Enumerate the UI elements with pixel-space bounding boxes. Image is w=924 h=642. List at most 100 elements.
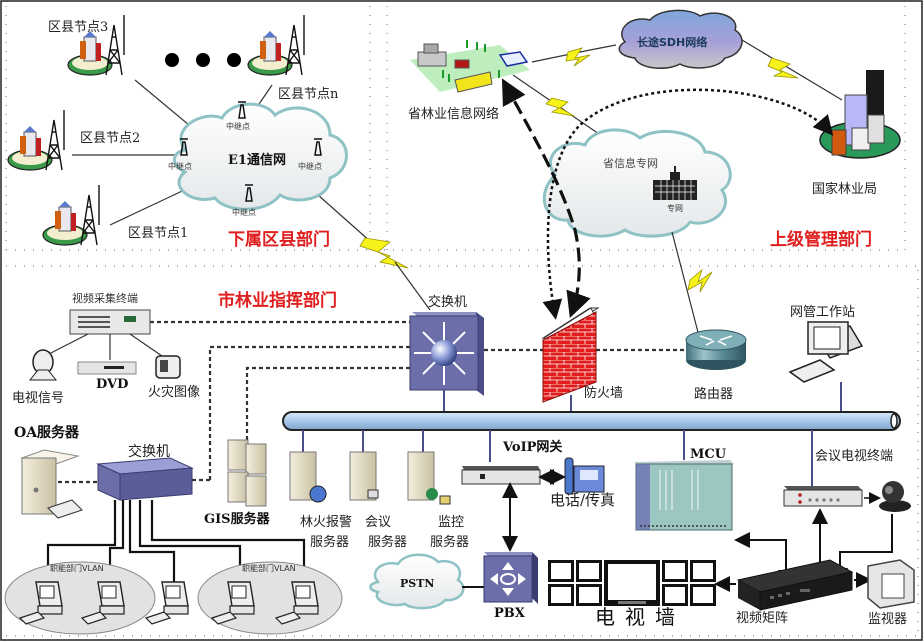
video-matrix-icon (736, 559, 854, 611)
radio-tower-icon (105, 15, 125, 76)
workstation-icon (144, 581, 189, 625)
province-private-label: 省信息专网 (603, 156, 658, 170)
relay-label: 中继点 (298, 161, 322, 171)
fire-alarm-server-icon (289, 451, 327, 503)
lightning-bolt-icon (687, 268, 713, 293)
vlan-label: 职能部门VLAN (50, 563, 104, 573)
relay-point-bottom: 中继点 (232, 184, 256, 217)
tv-screen-icon (548, 560, 574, 582)
fire-alarm-server-label-1: 林火报警 (300, 514, 352, 530)
county-nodes (7, 15, 305, 246)
link-province-sdh-b (589, 44, 617, 51)
video-terminal-links (44, 333, 163, 360)
tv-screen-icon (548, 584, 574, 606)
oa-server-label: OA服务器 (14, 424, 80, 441)
video-capture-terminal-icon (69, 309, 151, 335)
section-title-city: 市林业指挥部门 (218, 290, 337, 311)
link-matrix-mcu-vertical (778, 539, 794, 586)
pbx-label: PBX (494, 606, 526, 621)
phone-fax-icon (564, 457, 605, 495)
gis-server-label: GIS服务器 (204, 511, 271, 527)
conference-terminal-label: 会议电视终端 (815, 448, 893, 464)
dotted-link-accessswitch-core (208, 345, 410, 480)
province-network-campus-icon (410, 40, 530, 93)
pstn-cloud: PSTN (369, 553, 465, 610)
monitor-icon (867, 559, 915, 609)
tv-wall-label: 电视墙 (595, 605, 685, 629)
county-node-icon (247, 15, 305, 76)
relay-point-left: 中继点 (168, 138, 192, 171)
monitor-label: 监视器 (868, 612, 907, 627)
router-icon (685, 329, 747, 370)
fire-camera-icon (155, 355, 181, 379)
relay-label: 中继点 (226, 121, 250, 131)
tv-signal-icon (28, 349, 58, 381)
private-net-small-label: 专网 (667, 203, 683, 213)
oa-server-icon (20, 449, 83, 519)
county-node-icon (7, 110, 65, 171)
link-e1-switch (394, 261, 431, 311)
relay-label: 中继点 (232, 207, 256, 217)
backbone-bus (282, 382, 901, 431)
mcu-label: MCU (690, 447, 727, 462)
relay-points: 中继点 中继点 中继点 中继点 (168, 101, 322, 217)
section-title-county: 下属区县部门 (228, 229, 330, 250)
meeting-server-label-2: 服务器 (368, 534, 407, 550)
monitor-server-label-1: 监控 (438, 515, 464, 530)
e1-network-label: E1通信网 (228, 152, 286, 168)
fire-image-label: 火灾图像 (148, 384, 200, 400)
relay-label: 中继点 (168, 161, 192, 171)
firewall-label: 防火墙 (584, 385, 623, 401)
vlan-workstations (18, 581, 319, 625)
relay-point-right: 中继点 (298, 138, 322, 171)
monitor-server-label-2: 服务器 (430, 534, 469, 550)
access-switch-icon (96, 457, 194, 501)
vlan-label: 职能部门VLAN (242, 563, 296, 573)
county-node-1-label: 区县节点1 (128, 226, 188, 241)
tv-screen-icon (662, 584, 688, 606)
e1-network-cloud: E1通信网 (173, 102, 348, 211)
radio-tower-icon (80, 185, 100, 246)
tv-screen-icon (690, 560, 716, 582)
ellipsis-dots (165, 53, 241, 67)
link-sdh-bureau (741, 39, 843, 101)
ptz-camera-icon (879, 481, 911, 512)
relay-antenna-icon (180, 138, 188, 156)
tv-screen-icon (576, 560, 602, 582)
county-node-icon (67, 15, 125, 76)
state-bureau-label: 国家林业局 (812, 181, 877, 197)
voip-gateway-icon (461, 466, 541, 485)
video-capture-terminal-label: 视频采集终端 (72, 291, 138, 305)
county-node-3-label: 区县节点3 (48, 20, 108, 35)
pbx-icon (483, 552, 538, 604)
access-switch-label: 交换机 (128, 443, 170, 460)
sdh-cloud-label: 长途SDH网络 (637, 35, 707, 49)
voip-gateway-label: VoIP网关 (502, 439, 562, 455)
meeting-server-icon (349, 451, 379, 501)
county-node-n-label: 区县节点n (278, 87, 339, 102)
workstation-icon (274, 581, 319, 625)
phone-fax-label: 电话/传真 (550, 491, 615, 509)
tv-wall-icon (548, 560, 716, 606)
workstation-icon (80, 581, 125, 625)
workstation-icon (18, 581, 63, 625)
monitor-server-icon (407, 451, 451, 505)
tv-screen-icon (662, 560, 688, 582)
lightning-bolt-icon (545, 97, 575, 117)
dashed-link-province-firewall (501, 78, 591, 319)
tv-screen-large-icon (604, 560, 660, 606)
bus-drops (302, 430, 813, 486)
pstn-label: PSTN (400, 577, 434, 590)
state-bureau-buildings-icon (819, 70, 901, 159)
section-title-upper: 上级管理部门 (770, 229, 872, 250)
tv-screen-icon (690, 584, 716, 606)
router-label: 路由器 (694, 386, 733, 402)
radio-tower-icon (285, 15, 305, 76)
sdh-cloud: 长途SDH网络 (618, 9, 743, 70)
lightning-bolt-icon (565, 47, 591, 67)
core-switch-icon (409, 312, 484, 396)
meeting-server-label-1: 会议 (365, 515, 391, 530)
